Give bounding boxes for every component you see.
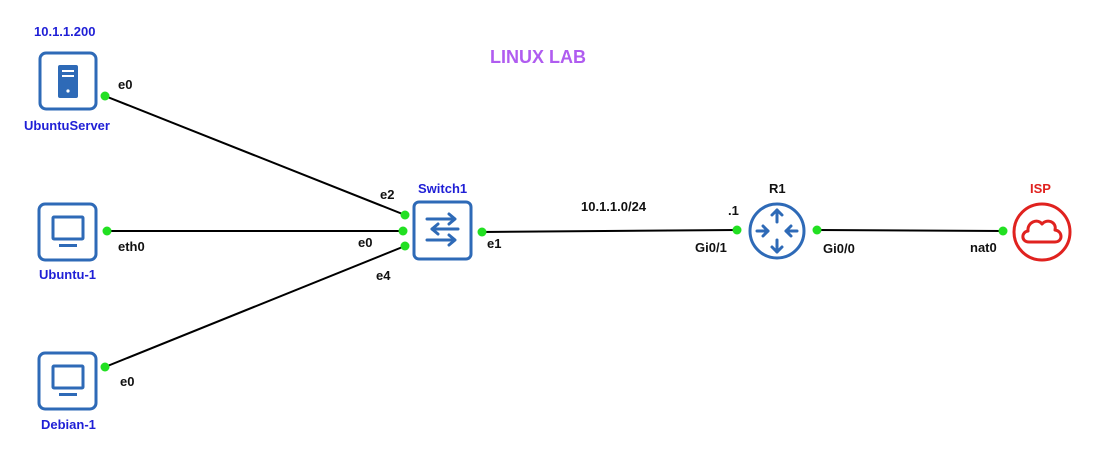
port-label-server-e0: e0 <box>118 77 133 92</box>
port-dot[interactable] <box>100 91 110 101</box>
server-icon[interactable] <box>38 51 98 111</box>
port-label-switch-e2: e2 <box>380 187 395 202</box>
port-label-r1-gi01: Gi0/1 <box>695 240 727 255</box>
port-label-ubuntu-eth0: eth0 <box>118 239 145 254</box>
link-server-switch[interactable] <box>104 95 406 216</box>
port-dot[interactable] <box>100 362 110 372</box>
desktop-monitor-icon[interactable] <box>37 351 98 411</box>
port-label-switch-e1: e1 <box>487 236 502 251</box>
port-label-switch-e0: e0 <box>358 235 373 250</box>
port-label-debian-e0: e0 <box>120 374 135 389</box>
desktop-monitor-icon[interactable] <box>37 202 98 262</box>
port-dot[interactable] <box>812 225 822 235</box>
port-dot[interactable] <box>400 210 410 220</box>
port-label-switch-e4: e4 <box>376 268 391 283</box>
port-dot[interactable] <box>477 227 487 237</box>
link-debian-switch[interactable] <box>104 245 406 368</box>
subnet-label: 10.1.1.0/24 <box>581 199 647 214</box>
link-switch-r1[interactable] <box>481 229 738 233</box>
router-icon[interactable] <box>748 202 806 260</box>
port-dot[interactable] <box>102 226 112 236</box>
port-dot[interactable] <box>398 226 408 236</box>
port-dot[interactable] <box>400 241 410 251</box>
link-r1-isp[interactable] <box>816 229 1004 232</box>
server-ip-label: 10.1.1.200 <box>34 24 96 39</box>
port-dot[interactable] <box>998 226 1008 236</box>
isp-name-label: ISP <box>1030 181 1051 196</box>
page-title: LINUX LAB <box>490 47 586 67</box>
switch1-name-label: Switch1 <box>418 181 468 196</box>
ubuntu1-name-label: Ubuntu-1 <box>39 267 97 282</box>
debian1-name-label: Debian-1 <box>41 417 96 432</box>
server-name-label: UbuntuServer <box>24 118 110 133</box>
switch-arrows-icon[interactable] <box>412 200 473 261</box>
r1-name-label: R1 <box>769 181 786 196</box>
port-label-r1-gi00: Gi0/0 <box>823 241 855 256</box>
r1-host-label: .1 <box>728 203 739 218</box>
port-dot[interactable] <box>732 225 742 235</box>
port-label-isp-nat0: nat0 <box>970 240 997 255</box>
cloud-icon[interactable] <box>1012 202 1072 262</box>
